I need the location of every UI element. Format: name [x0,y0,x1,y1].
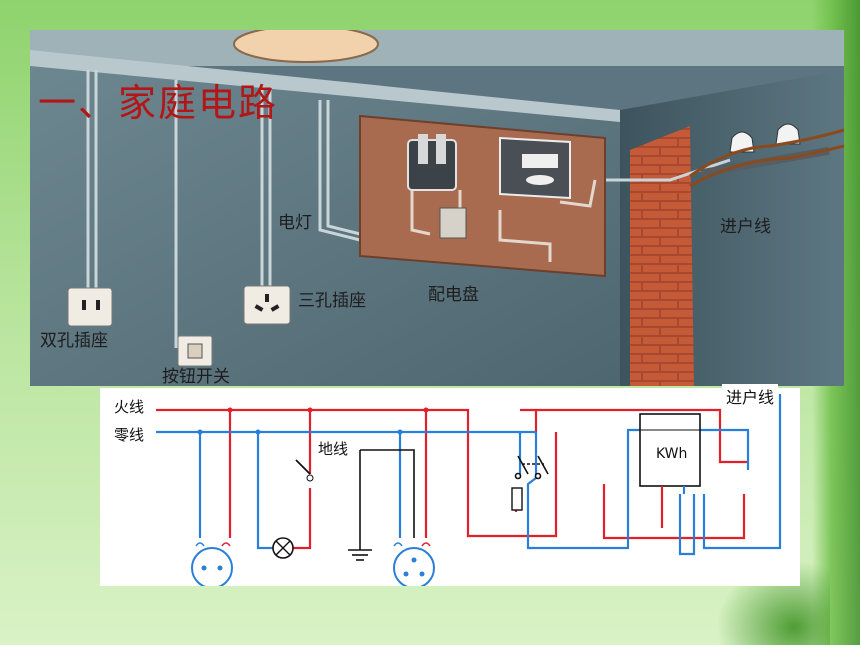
junction-dots [227,407,429,413]
household-wiring-illustration: 电灯 进户线 配电盘 三孔插座 双孔插座 按钮开关 [30,30,844,386]
lamp-switch [295,459,311,475]
wall-wires [86,70,731,348]
knife-switch-icon [407,139,457,191]
main-switch-icon [514,455,549,480]
kwh-meter-label: KWh [656,446,687,462]
illustration-svg: 电灯 进户线 配电盘 三孔插座 双孔插座 按钮开关 [30,30,844,386]
schematic-incoming-line-label: 进户线 [722,384,779,408]
three-hole-socket-label: 三孔插座 [298,291,366,311]
ceiling [30,30,844,66]
meter-dial [526,175,554,185]
socket-slot [82,300,86,310]
lamp-label: 电灯 [278,213,312,233]
ground-wire-label: 地线 [318,440,348,458]
two-hole-socket-icon [67,287,113,327]
incoming-cable [689,128,844,178]
socket-slot [270,304,280,312]
incoming-cable [689,144,844,188]
ground-wire [348,449,415,561]
fuse-icon [511,487,523,511]
circuit-schematic: KWh [100,388,800,589]
socket-slot [265,294,269,302]
lamp-icon [272,537,294,559]
two-hole-socket-label: 双孔插座 [40,331,108,351]
three-hole-socket-icon [393,542,435,589]
kwh-meter-icon [639,413,701,487]
page-title: 一、家庭电路 [38,81,279,125]
schematic-svg: KWh [114,394,782,589]
button-switch-label: 按钮开关 [162,367,230,386]
distribution-board-label: 配电盘 [428,285,479,305]
wall-top-edge [30,50,620,122]
meter-display [522,154,558,168]
switch-button [187,343,203,359]
socket-slot [254,304,264,312]
two-hole-socket-icon [191,542,233,589]
junction-dots [197,429,403,435]
live-wire-label: 火线 [114,398,144,416]
socket-slot [96,300,100,310]
switch-contact [306,474,314,482]
knife-blade [418,134,428,164]
neutral-wire-label: 零线 [114,426,144,444]
brick-wall [630,126,694,386]
knife-blade [436,134,446,164]
fuse-icon [439,207,467,239]
three-hole-socket-icon [243,285,291,325]
ceiling-lamp-icon [233,30,379,63]
insulator-icons [700,123,830,178]
incoming-line-label: 进户线 [720,217,771,237]
